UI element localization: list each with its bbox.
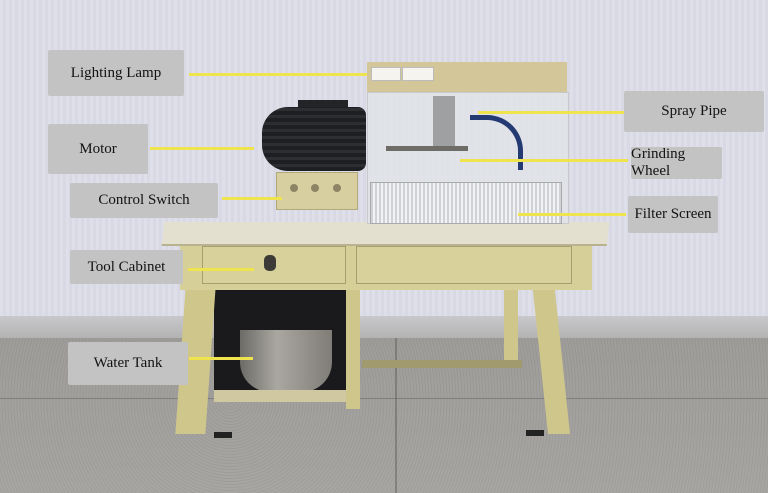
leader-line-motor bbox=[150, 147, 254, 150]
spray-pipe-image bbox=[470, 115, 523, 170]
bottom-crossbar bbox=[362, 360, 522, 368]
label-control-switch: Control Switch bbox=[70, 183, 218, 218]
leader-line-tool-cabinet bbox=[188, 268, 254, 271]
floor-tile-seam bbox=[0, 398, 768, 399]
leader-line-lighting-lamp bbox=[189, 73, 367, 76]
label-lighting-lamp: Lighting Lamp bbox=[48, 50, 184, 96]
leader-line-spray-pipe bbox=[478, 111, 624, 114]
label-motor: Motor bbox=[48, 124, 148, 174]
leader-line-filter-screen bbox=[518, 213, 626, 216]
label-water-tank: Water Tank bbox=[68, 342, 188, 385]
leader-line-water-tank bbox=[189, 357, 253, 360]
switch-knob bbox=[290, 184, 298, 192]
water-tank-image bbox=[240, 330, 332, 392]
baseboard bbox=[0, 316, 768, 338]
table-foot bbox=[526, 430, 544, 436]
label-grinding-wheel: Grinding Wheel bbox=[631, 146, 722, 179]
label-spray-pipe: Spray Pipe bbox=[624, 91, 764, 132]
switch-knob bbox=[311, 184, 319, 192]
label-tool-cabinet: Tool Cabinet bbox=[70, 250, 183, 284]
label-sticker bbox=[371, 67, 401, 81]
switch-knob bbox=[333, 184, 341, 192]
motor-image bbox=[262, 107, 366, 171]
bottom-shelf-left bbox=[214, 390, 352, 402]
label-sticker bbox=[402, 67, 434, 81]
drawer-knob bbox=[264, 255, 276, 271]
table-leg bbox=[504, 290, 518, 360]
spindle-shaft bbox=[386, 146, 468, 151]
leader-line-grinding-wheel bbox=[460, 159, 628, 162]
front-panel bbox=[356, 246, 572, 284]
table-top bbox=[161, 222, 610, 246]
table-foot bbox=[214, 432, 232, 438]
label-filter-screen: Filter Screen bbox=[628, 196, 718, 233]
filter-screen-image bbox=[370, 182, 562, 224]
grinding-wheel-image bbox=[433, 96, 455, 146]
floor-tile-seam bbox=[395, 338, 397, 493]
leader-line-control-switch bbox=[222, 197, 282, 200]
